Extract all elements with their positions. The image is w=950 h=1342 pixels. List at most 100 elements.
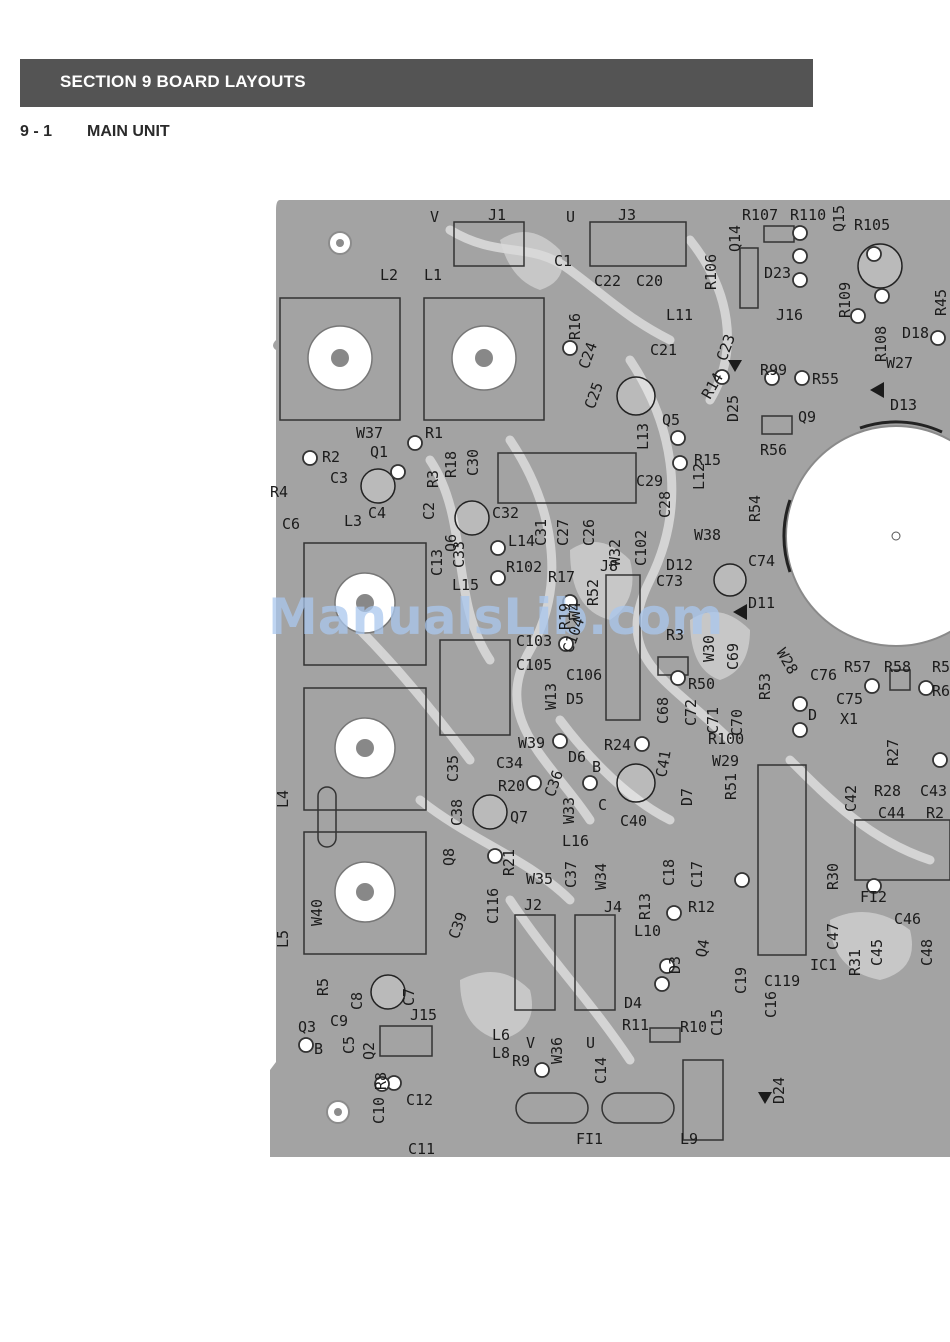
component-label-d18: D18 xyxy=(902,324,929,342)
component-label-r57: R57 xyxy=(844,658,871,676)
component-label-c37: C37 xyxy=(562,861,580,888)
component-label-r20: R20 xyxy=(498,777,525,795)
component-label-d6: D6 xyxy=(568,748,586,766)
component-label-c: C xyxy=(598,796,607,814)
component-label-c119: C119 xyxy=(764,972,800,990)
component-label-c13: C13 xyxy=(428,549,446,576)
component-label-q9: Q9 xyxy=(798,408,816,426)
component-label-c30: C30 xyxy=(464,449,482,476)
component-label-r52: R52 xyxy=(584,579,602,606)
component-label-r102: R102 xyxy=(506,558,542,576)
component-label-w27: W27 xyxy=(886,354,913,372)
component-label-c31: C31 xyxy=(532,519,550,546)
component-label-r10: R10 xyxy=(680,1018,707,1036)
component-label-c9: C9 xyxy=(330,1012,348,1030)
component-label-c12: C12 xyxy=(406,1091,433,1109)
component-label-c70: C70 xyxy=(728,709,746,736)
component-label-c73: C73 xyxy=(656,572,683,590)
filter-ovals xyxy=(317,786,675,1124)
component-label-l2: L2 xyxy=(380,266,398,284)
coil-components xyxy=(279,297,545,955)
component-label-r1: R1 xyxy=(425,424,443,442)
component-label-c15: C15 xyxy=(708,1009,726,1036)
component-label-r105: R105 xyxy=(854,216,890,234)
component-label-c6: C6 xyxy=(282,515,300,533)
component-label-d: D xyxy=(808,706,817,724)
component-label-c44: C44 xyxy=(878,804,905,822)
component-label-q2: Q2 xyxy=(360,1042,378,1060)
component-label-r107: R107 xyxy=(742,206,778,224)
component-label-r109: R109 xyxy=(836,282,854,318)
component-label-w38: W38 xyxy=(694,526,721,544)
component-label-q1: Q1 xyxy=(370,443,388,461)
component-label-r108: R108 xyxy=(872,326,890,362)
component-label-w37: W37 xyxy=(356,424,383,442)
component-label-c8: C8 xyxy=(348,992,366,1010)
component-label-c105: C105 xyxy=(516,656,552,674)
component-label-l14: L14 xyxy=(508,532,535,550)
component-label-c71: C71 xyxy=(704,707,722,734)
component-label-q8: Q8 xyxy=(440,848,458,866)
component-label-j1: J1 xyxy=(488,206,506,224)
component-label-r58: R58 xyxy=(884,658,911,676)
component-label-w39: W39 xyxy=(518,734,545,752)
section-header-bar: SECTION 9 BOARD LAYOUTS xyxy=(20,59,813,107)
large-round-component xyxy=(782,420,950,647)
component-label-d7: D7 xyxy=(678,788,696,806)
component-label-fi2: FI2 xyxy=(860,888,887,906)
component-label-r24: R24 xyxy=(604,736,631,754)
component-label-r100: R100 xyxy=(708,730,744,748)
component-label-l4: L4 xyxy=(274,790,292,808)
component-label-v_bot: V xyxy=(526,1034,535,1052)
component-label-c74: C74 xyxy=(748,552,775,570)
component-label-c72: C72 xyxy=(682,699,700,726)
coil-cores xyxy=(307,325,517,923)
component-label-l10: L10 xyxy=(634,922,661,940)
component-label-c29: C29 xyxy=(636,472,663,490)
component-label-c2: C2 xyxy=(420,502,438,520)
component-label-d4: D4 xyxy=(624,994,642,1012)
component-label-l5: L5 xyxy=(274,930,292,948)
component-label-r27: R27 xyxy=(884,739,902,766)
component-label-c43: C43 xyxy=(920,782,947,800)
component-label-r31: R31 xyxy=(846,949,864,976)
component-label-r106: R106 xyxy=(702,254,720,290)
component-label-c5: C5 xyxy=(340,1036,358,1054)
component-label-j16: J16 xyxy=(776,306,803,324)
component-label-r99: R99 xyxy=(760,361,787,379)
component-label-c38: C38 xyxy=(448,799,466,826)
component-label-b: B xyxy=(592,758,601,776)
component-label-j2: J2 xyxy=(524,896,542,914)
component-label-c11: C11 xyxy=(408,1140,435,1157)
component-label-c45: C45 xyxy=(868,939,886,966)
component-label-r15: R15 xyxy=(694,451,721,469)
diode-symbols xyxy=(728,360,884,1104)
component-label-c40: C40 xyxy=(620,812,647,830)
component-label-d24: D24 xyxy=(770,1077,788,1104)
component-label-d25: D25 xyxy=(724,395,742,422)
component-label-r9: R9 xyxy=(512,1052,530,1070)
component-label-u_top: U xyxy=(566,208,575,226)
component-label-r12: R12 xyxy=(688,898,715,916)
component-label-r51: R51 xyxy=(722,773,740,800)
solder-pads xyxy=(298,225,948,1092)
component-label-r45: R45 xyxy=(932,289,950,316)
component-label-d11: D11 xyxy=(748,594,775,612)
component-label-w40: W40 xyxy=(308,899,326,926)
component-label-q4: Q4 xyxy=(692,938,713,959)
component-label-c19: C19 xyxy=(732,967,750,994)
component-label-l13: L13 xyxy=(634,423,652,450)
component-label-c68: C68 xyxy=(654,697,672,724)
component-label-r16: R16 xyxy=(566,313,584,340)
section-title: SECTION 9 BOARD LAYOUTS xyxy=(60,72,306,91)
component-label-c102: C102 xyxy=(632,530,650,566)
component-label-fi1: FI1 xyxy=(576,1130,603,1148)
component-label-b2: B xyxy=(314,1040,323,1058)
component-label-q6: Q6 xyxy=(442,534,460,552)
component-label-r2x: R2 xyxy=(926,804,944,822)
pcb-ground-pours xyxy=(460,232,912,1040)
component-label-w32: W32 xyxy=(606,539,624,566)
component-label-j3: J3 xyxy=(618,206,636,224)
